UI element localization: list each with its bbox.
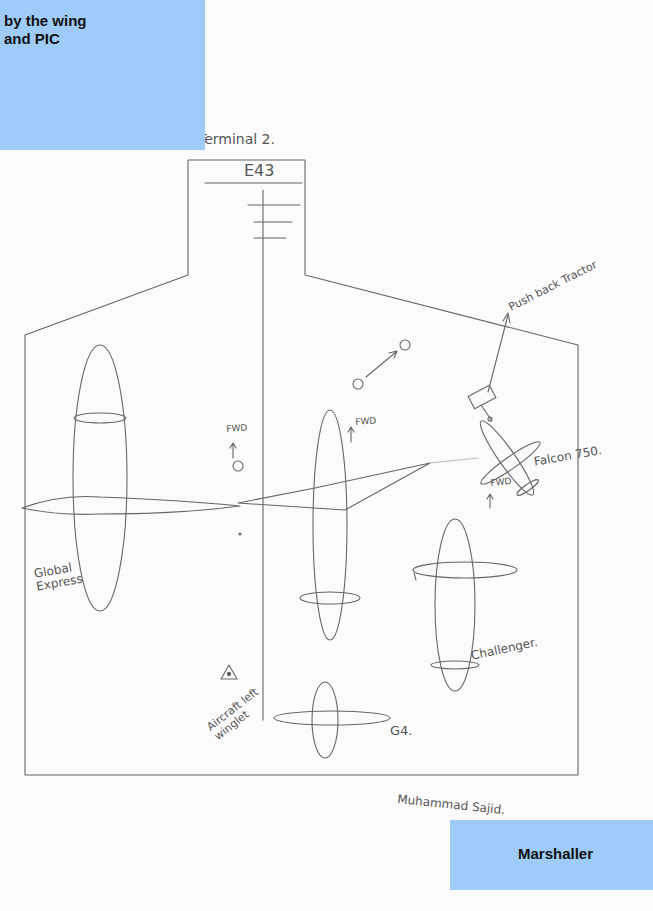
- aircraft-tail: [515, 478, 540, 498]
- handwritten-label: Falcon 750.: [533, 440, 624, 469]
- node-text: E43: [244, 162, 304, 180]
- aircraft-wing: [22, 496, 240, 514]
- forward-arrow: [487, 494, 493, 508]
- aircraft-tail: [74, 413, 126, 423]
- pencil-mark: [414, 573, 416, 580]
- note-box: by the wing and PIC: [0, 0, 205, 150]
- movement-arrow: [366, 351, 397, 377]
- tow-bar: [481, 405, 492, 421]
- handwritten-label: Global Express: [33, 558, 97, 594]
- aircraft-wing: [413, 562, 517, 578]
- terminal-outline: Terminal 2. E43: [22, 128, 582, 783]
- handwritten-label: Aircraft left winglet: [205, 676, 281, 743]
- aircraft-wing: [238, 463, 430, 510]
- pushback-tractor: [468, 385, 496, 409]
- handwritten-label: FWD: [226, 422, 267, 435]
- aircraft-fuselage: [435, 519, 475, 691]
- aircraft-tail: [300, 592, 360, 604]
- stop-bar: [254, 221, 292, 222]
- winglet-dot: [227, 672, 230, 675]
- handwritten-label: FWD: [490, 475, 531, 489]
- aircraft-fuselage: [313, 410, 347, 640]
- pencil-dot: [239, 533, 241, 535]
- stop-bar: [254, 237, 286, 238]
- stand-centerline: [262, 190, 263, 720]
- handwritten-label: Muhammad Sajid.: [397, 793, 538, 821]
- handwritten-label: FWD: [355, 415, 396, 428]
- note-box: Marshaller: [450, 820, 653, 890]
- position-marker: [233, 461, 243, 471]
- terminal-outline-shape: [25, 160, 578, 775]
- winglet-marker: [221, 665, 237, 679]
- wing-clearance-line: [430, 458, 478, 463]
- forward-arrow: [230, 443, 236, 458]
- node-heading: by the wing and PIC: [4, 12, 104, 48]
- position-marker: [353, 379, 363, 389]
- tow-bar-pin: [488, 417, 492, 421]
- aircraft-wing: [274, 711, 390, 725]
- handwritten-label: Challenger.: [470, 631, 561, 663]
- position-marker: [400, 340, 410, 350]
- aircraft-fuselage: [312, 682, 338, 758]
- arrow-head: [503, 313, 510, 323]
- gate-line: [205, 182, 302, 183]
- pencil-drawing: [22, 190, 562, 758]
- node-heading: Marshaller: [454, 845, 653, 863]
- stop-bar: [248, 204, 300, 205]
- handwritten-label: Push back Tractor: [507, 244, 628, 314]
- node-heading: Terminal 2.: [198, 132, 308, 147]
- terminal-shape: [22, 128, 582, 783]
- aircraft-fuselage: [73, 345, 127, 611]
- handwritten-label: G4.: [390, 724, 430, 738]
- forward-arrow: [348, 427, 354, 442]
